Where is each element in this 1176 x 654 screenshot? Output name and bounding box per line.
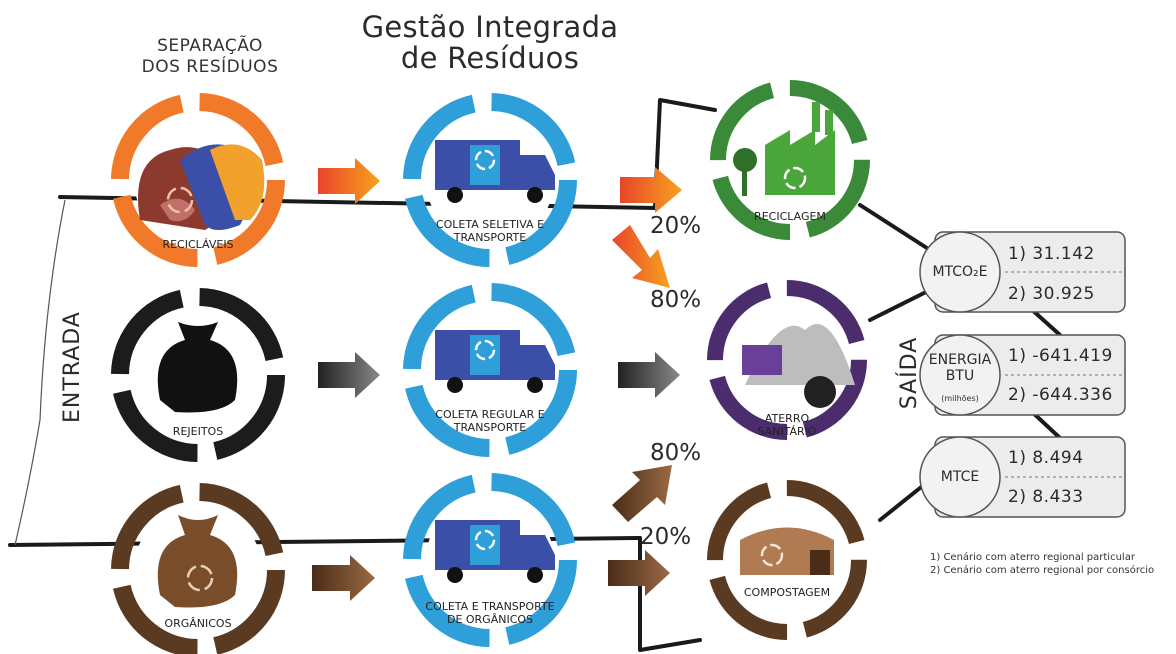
arrow-organicos-to-coleta <box>312 555 375 601</box>
reciclagem-label: RECICLAGEM <box>754 210 826 223</box>
metric-value-mtco2e-2: 2) 30.925 <box>1008 284 1095 304</box>
recycle-icon <box>474 339 496 361</box>
entrada-bracket <box>14 199 66 546</box>
rejeitos-label: REJEITOS <box>172 425 224 438</box>
metric-value-energia-2: 2) -644.336 <box>1008 385 1113 405</box>
metric-label-energia: ENERGIA BTU <box>928 352 992 384</box>
metric-value-mtce-1: 1) 8.494 <box>1008 448 1084 468</box>
arrow-coleta-to-reciclagem <box>620 167 682 213</box>
main-title-line2: de Resíduos <box>400 41 580 75</box>
aterro-line2: SANITÁRIO <box>757 425 817 438</box>
pct-rec-to-recycling: 20% <box>650 213 702 239</box>
scenario-note-2: 2) Cenário com aterro regional por consó… <box>930 565 1155 576</box>
arrow-reciclaveis-to-coleta <box>318 158 380 204</box>
recycle-icon <box>474 529 496 551</box>
pct-org-to-compost: 20% <box>640 524 692 550</box>
circle-coleta-regular <box>403 283 577 457</box>
metric-value-mtco2e-1: 1) 31.142 <box>1008 244 1095 264</box>
coleta-seletiva-line2: TRANSPORTE <box>453 231 527 244</box>
saida-label: SAÍDA <box>897 336 922 410</box>
main-title: Gestão Integrada de Resíduos <box>340 12 640 74</box>
pct-rec-to-landfill: 80% <box>650 287 702 313</box>
metric-value-mtce-2: 2) 8.433 <box>1008 487 1084 507</box>
circle-aterro <box>707 280 867 440</box>
arrow-rejeitos-to-coleta <box>318 352 380 398</box>
circle-rejeitos <box>111 288 285 462</box>
separation-heading-line2: DOS RESÍDUOS <box>141 57 279 77</box>
recycle-icon <box>186 564 214 592</box>
metric-label-mtco2e: MTCO₂E <box>932 264 988 280</box>
entrada-label: ENTRADA <box>60 311 85 423</box>
recycle-icon <box>760 543 784 567</box>
recycle-icon <box>474 149 496 171</box>
coleta-regular-label: COLETA REGULAR E TRANSPORTE <box>420 408 560 434</box>
separation-heading-line1: SEPARAÇÃO <box>157 36 263 56</box>
circle-reciclagem <box>710 80 870 240</box>
arrow-coleta-to-aterro-3 <box>612 465 672 522</box>
coleta-organicos-label: COLETA E TRANSPORTE DE ORGÂNICOS <box>410 600 570 626</box>
arrow-coleta-to-compostagem <box>608 550 670 596</box>
arrows <box>312 158 682 601</box>
coleta-regular-line2: TRANSPORTE <box>453 421 527 434</box>
circle-reciclaveis <box>111 93 285 267</box>
recycle-icons <box>166 149 807 592</box>
aterro-line1: ATERRO <box>764 412 810 425</box>
aterro-label: ATERRO SANITÁRIO <box>737 412 837 438</box>
scenario-note-1: 1) Cenário com aterro regional particula… <box>930 552 1135 563</box>
recycle-icon <box>783 166 807 190</box>
coleta-organicos-line1: COLETA E TRANSPORTE <box>425 600 555 613</box>
pct-org-to-landfill: 80% <box>650 440 702 466</box>
arrow-coleta-to-aterro <box>612 225 670 288</box>
coleta-seletiva-line1: COLETA SELETIVA E <box>435 218 545 231</box>
reciclaveis-label: RECICLÁVEIS <box>162 238 234 251</box>
coleta-regular-line1: COLETA REGULAR E <box>435 408 545 421</box>
line-recycling-to-metrics <box>858 203 932 252</box>
metric-sublabel-energia: (milhões) <box>941 394 979 403</box>
metric-label-mtce: MTCE <box>940 469 980 485</box>
recycle-icon <box>166 186 194 214</box>
metric-value-energia-1: 1) -641.419 <box>1008 346 1113 366</box>
circle-compostagem <box>707 480 867 640</box>
separation-heading: SEPARAÇÃO DOS RESÍDUOS <box>110 36 310 78</box>
circle-organicos <box>111 483 285 654</box>
circle-coleta-organicos <box>403 473 577 647</box>
arrow-coleta-to-aterro-2 <box>618 352 680 398</box>
metric-boxes <box>919 231 1126 518</box>
coleta-seletiva-label: COLETA SELETIVA E TRANSPORTE <box>420 218 560 244</box>
main-title-line1: Gestão Integrada <box>361 10 619 44</box>
compostagem-label: COMPOSTAGEM <box>743 586 831 599</box>
organicos-label: ORGÂNICOS <box>164 617 232 630</box>
line-landfill-to-metrics <box>868 288 932 322</box>
coleta-organicos-line2: DE ORGÂNICOS <box>446 613 534 626</box>
